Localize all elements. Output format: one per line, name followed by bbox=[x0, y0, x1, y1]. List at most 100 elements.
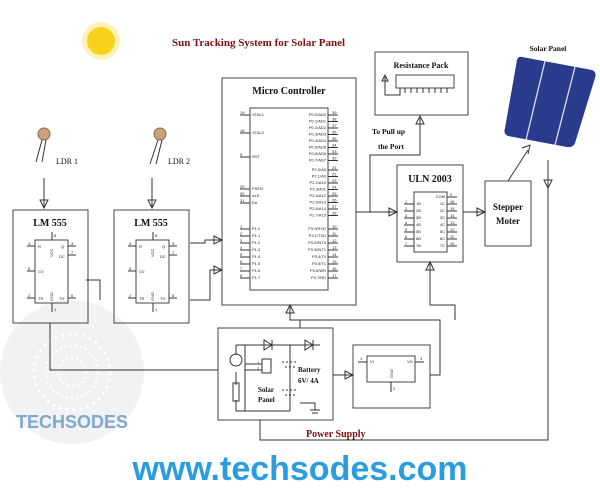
pin-num: 7 bbox=[71, 250, 74, 255]
stepper-motor-box bbox=[484, 180, 532, 247]
uln-pin-label: 3C bbox=[440, 215, 445, 220]
ldr2-label: LDR 2 bbox=[168, 157, 190, 166]
pin-num: 8 bbox=[155, 233, 158, 238]
mc-pin-number: 6 bbox=[240, 259, 243, 264]
mc-pin-number: 27 bbox=[332, 204, 337, 209]
pin-q: Q bbox=[61, 244, 64, 249]
diagram-title: Sun Tracking System for Solar Panel bbox=[172, 37, 345, 49]
mc-pin-label: P3.4/T0 bbox=[312, 254, 327, 259]
uln-pin-number: 16 bbox=[450, 199, 455, 204]
power-supply-label: Power Supply bbox=[306, 429, 366, 440]
ldr1-label: LDR 1 bbox=[56, 157, 78, 166]
mc-pin-label: PSEN bbox=[252, 186, 263, 191]
mc-pin-number: 22 bbox=[332, 172, 337, 177]
mc-pin-number: 19 bbox=[240, 110, 245, 115]
uln-pin-number: 15 bbox=[450, 206, 455, 211]
uln-pin-label: 6B bbox=[416, 236, 421, 241]
pin-vcc: VCC bbox=[150, 248, 155, 257]
mc-pin-number: 28 bbox=[332, 211, 337, 216]
uln-pin-label: 5C bbox=[440, 229, 445, 234]
mc-pin-number: 39 bbox=[332, 110, 337, 115]
connector-pin-2: 2 bbox=[257, 366, 260, 371]
uln-pin-label: 7C bbox=[440, 243, 445, 248]
pin-num: 3 bbox=[71, 241, 74, 246]
mc-pin-label: P3.0/RXD bbox=[308, 226, 326, 231]
uln-pin-label: 2C bbox=[440, 208, 445, 213]
mc-pin-number: 3 bbox=[240, 238, 243, 243]
regulator-num-1: 1 bbox=[360, 356, 363, 361]
connector-pin-1: 1 bbox=[257, 360, 260, 365]
lm555-title: LM 555 bbox=[33, 218, 67, 229]
mc-pin-number: 16 bbox=[332, 266, 337, 271]
regulator-box bbox=[352, 344, 431, 409]
pin-num: 1 bbox=[54, 307, 57, 312]
uln-pin-label: 3B bbox=[416, 215, 421, 220]
uln2003-title: ULN 2003 bbox=[408, 174, 452, 185]
mc-pin-label: XTAL2 bbox=[252, 130, 265, 135]
ldr1-arrow bbox=[39, 178, 49, 210]
pin-cv: CV bbox=[38, 269, 44, 274]
pin-cv: CV bbox=[139, 269, 145, 274]
uln-pin-number: 13 bbox=[450, 220, 455, 225]
mc-pin-number: 17 bbox=[332, 273, 337, 278]
mc-pin-label: P2.3/A11 bbox=[310, 187, 327, 192]
mc-pin-label: P2.4/A12 bbox=[310, 193, 327, 198]
watermark-logo bbox=[0, 300, 144, 444]
solar-panel-connector-line2: Panel bbox=[258, 396, 275, 404]
mc-pin-number: 18 bbox=[240, 128, 245, 133]
pin-num: 5 bbox=[129, 266, 132, 271]
sun-icon bbox=[82, 22, 120, 60]
lm555-box-2 bbox=[113, 209, 190, 324]
uln-pin-label: 6C bbox=[440, 236, 445, 241]
power-supply-box bbox=[217, 327, 334, 421]
mc-pin-number: 35 bbox=[332, 136, 337, 141]
mc-pin-label: P2.5/A13 bbox=[310, 200, 327, 205]
mc-pin-label: P0.2/AD2 bbox=[309, 125, 327, 130]
mc-pin-number: 36 bbox=[332, 130, 337, 135]
pin-vcc: VCC bbox=[49, 248, 54, 257]
micro-controller-box bbox=[221, 77, 357, 306]
mc-pin-number: 14 bbox=[332, 252, 337, 257]
pin-num: 6 bbox=[71, 293, 74, 298]
mc-pin-label: P1.1 bbox=[252, 233, 261, 238]
pin-num: 8 bbox=[54, 233, 57, 238]
uln2003-chip bbox=[413, 191, 448, 253]
power-supply-circuit bbox=[229, 339, 320, 414]
mc-pin-number: 15 bbox=[332, 259, 337, 264]
micro-chip bbox=[249, 107, 329, 291]
uln-pin-label: 4B bbox=[416, 222, 421, 227]
mc-pin-number: 13 bbox=[332, 245, 337, 250]
mc-pin-label: P0.7/AD7 bbox=[309, 158, 327, 163]
pin-num: 1 bbox=[155, 307, 158, 312]
uln-pin-number: 4 bbox=[405, 220, 408, 225]
mc-pin-number: 11 bbox=[332, 231, 337, 236]
mc-pin-number: 30 bbox=[240, 191, 245, 196]
ldr2-arrow bbox=[147, 178, 157, 210]
uln-pin-number: 5 bbox=[405, 227, 408, 232]
mc-pin-label: P0.4/AD4 bbox=[309, 138, 327, 143]
solar-panel-image bbox=[504, 56, 596, 148]
uln-pin-number: 12 bbox=[450, 227, 455, 232]
stepper-label-line1: Stepper bbox=[493, 202, 523, 212]
mc-pin-number: 29 bbox=[240, 184, 245, 189]
mc-pin-number: 8 bbox=[240, 273, 243, 278]
regulator-num-3: 3 bbox=[420, 356, 423, 361]
pin-num: 4 bbox=[129, 241, 132, 246]
pin-line bbox=[128, 232, 177, 312]
pin-dc: DC bbox=[160, 254, 166, 259]
mc-pin-label: P1.2 bbox=[252, 240, 261, 245]
pin-th: TH bbox=[160, 296, 165, 301]
wires bbox=[49, 114, 553, 441]
regulator-pins bbox=[358, 361, 424, 392]
pullup-note-line1: To Pull up bbox=[372, 127, 405, 136]
pin-dc: DC bbox=[59, 254, 65, 259]
mc-pin-label: P1.7 bbox=[252, 275, 261, 280]
uln-pin-label: 4C bbox=[440, 222, 445, 227]
mc-pin-number: 2 bbox=[240, 231, 243, 236]
mc-pin-label: ALE bbox=[252, 193, 260, 198]
mc-pin-label: RST bbox=[252, 154, 261, 159]
mc-pin-label: P2.1/A9 bbox=[312, 174, 327, 179]
pin-q: Q bbox=[162, 244, 165, 249]
uln-pin-number: 1 bbox=[405, 199, 408, 204]
